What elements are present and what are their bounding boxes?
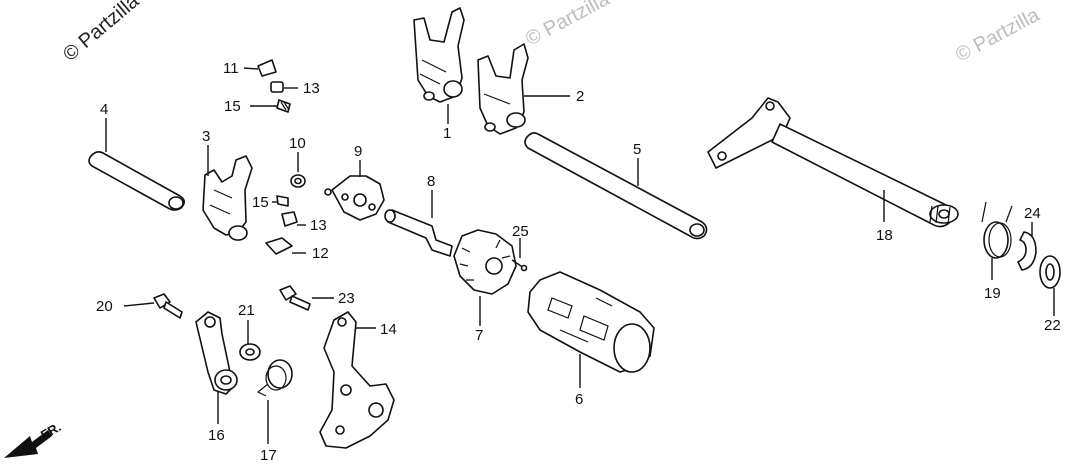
part-8-bolt	[384, 209, 453, 257]
callout-3: 3	[202, 128, 210, 145]
part-20-bolt	[153, 293, 183, 319]
part-23-bolt	[279, 285, 311, 311]
part-19-spring	[981, 201, 1013, 259]
callout-14: 14	[380, 321, 397, 338]
callout-23: 23	[338, 290, 355, 307]
part-2-shift-fork	[477, 43, 529, 135]
callout-2: 2	[576, 88, 584, 105]
callout-7: 7	[475, 327, 483, 344]
part-3-shift-fork	[202, 155, 253, 241]
callout-4: 4	[100, 101, 108, 118]
callout-19: 19	[984, 285, 1001, 302]
callout-15-mid: 15	[252, 194, 269, 211]
part-9-cam-plate	[324, 175, 385, 221]
callout-21: 21	[238, 302, 255, 319]
callout-9: 9	[354, 143, 362, 160]
callout-6: 6	[575, 391, 583, 408]
part-11-cap	[257, 59, 277, 77]
callout-13-mid: 13	[310, 217, 327, 234]
part-5-shaft	[524, 132, 708, 240]
callout-24: 24	[1024, 205, 1041, 222]
part-21-collar	[239, 343, 261, 361]
callout-13-top: 13	[303, 80, 320, 97]
callout-16: 16	[208, 427, 225, 444]
watermark-left: © Partzilla	[59, 0, 144, 66]
part-4-shaft	[88, 151, 186, 211]
callout-11: 11	[223, 60, 239, 77]
part-10-nut	[290, 174, 306, 188]
callout-25: 25	[512, 223, 529, 240]
part-1-shift-fork	[413, 7, 465, 103]
watermark-center: © Partzilla	[522, 0, 614, 50]
part-15-pin-mid	[276, 195, 289, 207]
callout-20: 20	[96, 298, 113, 315]
callout-17: 17	[260, 447, 277, 464]
part-6-shift-drum	[527, 271, 655, 373]
callout-5: 5	[633, 141, 641, 158]
callout-10: 10	[289, 135, 306, 152]
part-13-spring-mid	[281, 211, 298, 227]
callout-12: 12	[312, 245, 329, 262]
part-18-gearshift-spindle	[707, 97, 959, 228]
part-15-pin-top	[276, 99, 291, 113]
part-24-clip	[1017, 231, 1037, 271]
callout-8: 8	[427, 173, 435, 190]
callout-22: 22	[1044, 317, 1061, 334]
watermark-right: © Partzilla	[952, 4, 1044, 67]
part-14-plate	[319, 311, 395, 449]
callout-18: 18	[876, 227, 893, 244]
part-7-drum-center	[453, 229, 517, 295]
part-16-stopper-arm	[195, 311, 238, 395]
callout-15-top: 15	[224, 98, 241, 115]
part-17-spring	[256, 359, 293, 397]
part-25-pin	[511, 259, 528, 272]
part-12-cap	[265, 237, 293, 255]
part-22-washer	[1039, 255, 1061, 289]
part-13-spring-top	[270, 81, 284, 93]
callout-1: 1	[443, 125, 451, 142]
front-direction-arrow	[4, 430, 52, 458]
